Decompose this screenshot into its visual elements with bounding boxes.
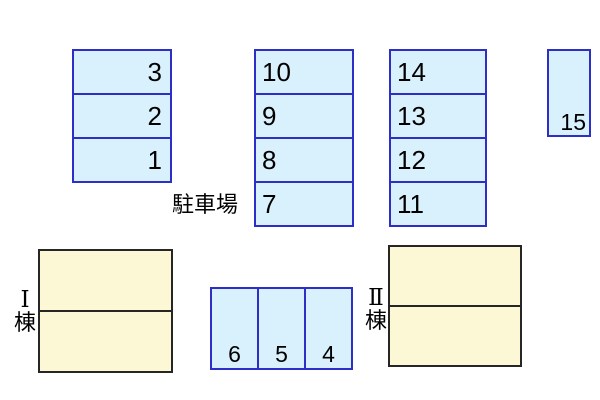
parking-space-15: 15 bbox=[547, 49, 591, 137]
building-2 bbox=[388, 245, 522, 367]
parking-space-13: 13 bbox=[389, 93, 487, 139]
parking-space-8: 8 bbox=[254, 137, 354, 183]
building-1-numeral: Ⅰ bbox=[20, 287, 30, 313]
parking-column-middle: 10 9 8 7 bbox=[254, 49, 354, 227]
parking-space-6: 6 bbox=[210, 287, 259, 370]
building-2-suffix: 棟 bbox=[364, 308, 387, 333]
parking-space-1: 1 bbox=[72, 137, 172, 183]
parking-space-14: 14 bbox=[389, 49, 487, 95]
building-1-label: Ⅰ 棟 bbox=[8, 287, 42, 335]
building-2-numeral: Ⅱ bbox=[368, 285, 384, 311]
parking-space-11: 11 bbox=[389, 181, 487, 227]
parking-space-7: 7 bbox=[254, 181, 354, 227]
parking-column-left: 3 2 1 bbox=[72, 49, 172, 183]
building-1-floor-divider bbox=[40, 310, 171, 312]
building-2-label: Ⅱ 棟 bbox=[359, 285, 393, 333]
building-2-floor-divider bbox=[390, 305, 520, 307]
parking-space-10: 10 bbox=[254, 49, 354, 95]
parking-space-5: 5 bbox=[257, 287, 306, 370]
parking-space-9: 9 bbox=[254, 93, 354, 139]
parking-space-2: 2 bbox=[72, 93, 172, 139]
parking-column-right: 14 13 12 11 bbox=[389, 49, 487, 227]
parking-space-12: 12 bbox=[389, 137, 487, 183]
parking-area-label: 駐車場 bbox=[172, 192, 239, 217]
parking-row-bottom: 6 5 4 bbox=[210, 287, 353, 370]
building-1-suffix: 棟 bbox=[13, 310, 36, 335]
building-1 bbox=[38, 249, 173, 373]
parking-space-4: 4 bbox=[304, 287, 353, 370]
parking-space-3: 3 bbox=[72, 49, 172, 95]
